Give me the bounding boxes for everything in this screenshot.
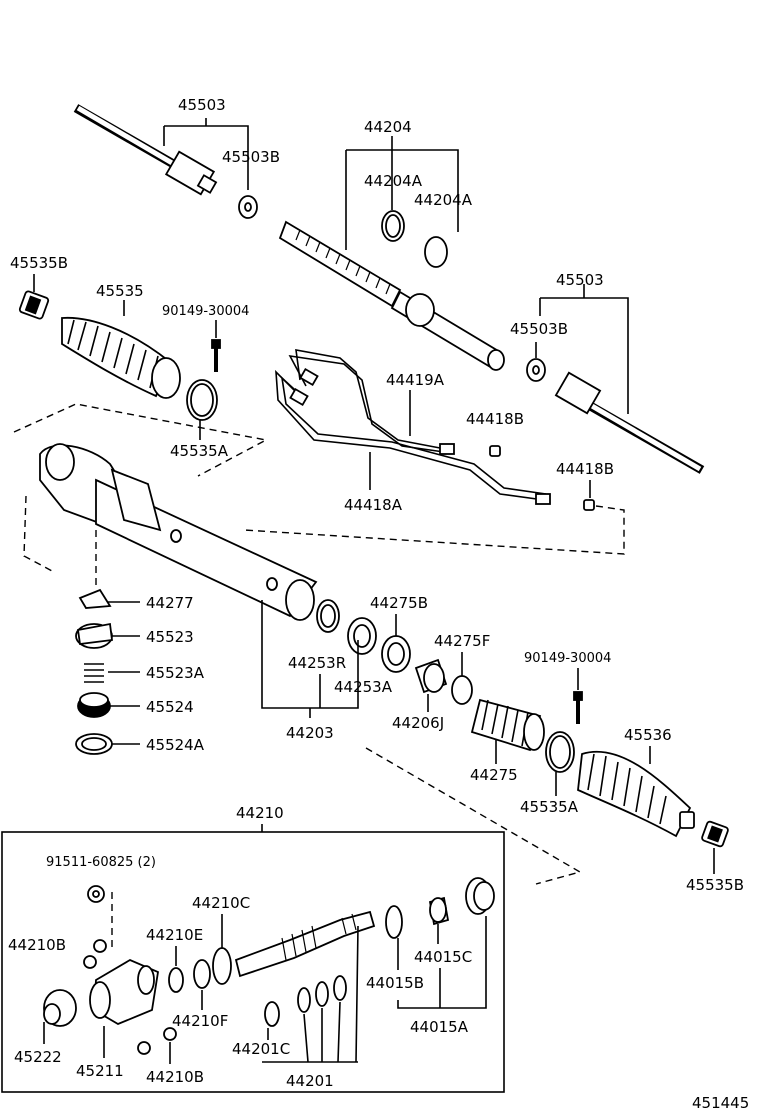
bolt-90149-top xyxy=(211,339,221,372)
label-44275b: 44275B xyxy=(370,594,428,612)
label-44210f: 44210F xyxy=(172,1012,228,1030)
boot-44275 xyxy=(470,698,545,752)
label-44201c: 44201C xyxy=(232,1040,290,1058)
nut-45524a-icon xyxy=(75,733,113,755)
rack-bar xyxy=(278,220,505,371)
label-45211: 45211 xyxy=(76,1062,124,1080)
ring-44201-2 xyxy=(315,981,329,1007)
label-45523: 45523 xyxy=(146,628,194,646)
label-45503-right: 45503 xyxy=(556,271,604,289)
label-45524a: 45524A xyxy=(146,736,205,754)
ring-44204a-2 xyxy=(424,236,448,268)
boot-45536 xyxy=(577,750,695,838)
label-44206j: 44206J xyxy=(392,714,444,732)
label-91511: 91511-60825 (2) xyxy=(46,855,156,870)
cap-44210b-2-icon xyxy=(137,1041,151,1055)
label-44253r: 44253R xyxy=(288,654,346,672)
label-90149-mid: 90149-30004 xyxy=(524,651,611,666)
label-44015a: 44015A xyxy=(410,1018,469,1036)
part-45523-icon xyxy=(75,622,114,649)
subassembly-box-44210 xyxy=(1,831,505,1093)
label-44210b-1: 44210B xyxy=(8,936,66,954)
spring-45523a-icon xyxy=(84,663,104,683)
label-44275f: 44275F xyxy=(434,632,490,650)
label-45524: 45524 xyxy=(146,698,194,716)
cap-45222 xyxy=(43,989,77,1027)
ring-44201-1 xyxy=(297,987,311,1013)
label-44210: 44210 xyxy=(236,804,284,822)
seal-44210e xyxy=(168,967,184,993)
pinion-housing-45211 xyxy=(89,958,159,1026)
bearing-44210f xyxy=(193,959,211,989)
rack-housing xyxy=(39,443,318,621)
label-45535a-top: 45535A xyxy=(170,442,229,460)
seal-44418b-2 xyxy=(583,499,595,511)
pipes xyxy=(275,349,551,505)
label-44015b: 44015B xyxy=(366,974,424,992)
plug-44015a xyxy=(465,877,495,915)
part-44277-icon xyxy=(78,588,112,609)
label-44419a: 44419A xyxy=(386,371,445,389)
tie-rod-right xyxy=(554,371,705,474)
label-44418b-2: 44418B xyxy=(556,460,614,478)
label-45535a-mid: 45535A xyxy=(520,798,579,816)
diagram-id: 451445 xyxy=(692,1094,749,1112)
label-44418a: 44418A xyxy=(344,496,403,514)
label-44015c: 44015C xyxy=(414,948,472,966)
label-44418b-1: 44418B xyxy=(466,410,524,428)
pinion-shaft xyxy=(234,910,376,978)
bushing-44253a xyxy=(347,617,377,655)
bushing-44206j xyxy=(414,658,448,694)
label-45535: 45535 xyxy=(96,282,144,300)
ring-44210c xyxy=(212,947,232,985)
ring-44015b xyxy=(385,905,403,939)
label-44204: 44204 xyxy=(364,118,412,136)
label-45536: 45536 xyxy=(624,726,672,744)
plug-45524-icon xyxy=(77,692,111,718)
label-45503b-top: 45503B xyxy=(222,148,280,166)
clamp-45535b-bot xyxy=(701,820,729,848)
label-44210c: 44210C xyxy=(192,894,250,912)
oring-44275f xyxy=(451,675,473,705)
label-44277: 44277 xyxy=(146,594,194,612)
label-44201: 44201 xyxy=(286,1072,334,1090)
label-44210e: 44210E xyxy=(146,926,203,944)
label-45523a: 45523A xyxy=(146,664,205,682)
label-45535b-top: 45535B xyxy=(10,254,68,272)
clamp-45535b-top xyxy=(18,290,50,320)
label-45535b-bot: 45535B xyxy=(686,876,744,894)
guide-44275b xyxy=(381,635,411,673)
label-45222: 45222 xyxy=(14,1048,62,1066)
label-44204a-2: 44204A xyxy=(414,191,473,209)
label-44210b-2: 44210B xyxy=(146,1068,204,1086)
label-44275: 44275 xyxy=(470,766,518,784)
boot-45535 xyxy=(61,316,181,399)
label-90149-top: 90149-30004 xyxy=(162,304,249,319)
seal-44201c xyxy=(264,1001,280,1027)
tie-rod-left xyxy=(73,104,218,196)
label-45503-top: 45503 xyxy=(178,96,226,114)
label-44253a: 44253A xyxy=(334,678,393,696)
label-45503b-right: 45503B xyxy=(510,320,568,338)
ring-44201-3 xyxy=(333,975,347,1001)
bolt-90149-mid xyxy=(573,691,583,724)
seal-44418b-1 xyxy=(489,445,501,457)
label-44203: 44203 xyxy=(286,724,334,742)
label-44204a-1: 44204A xyxy=(364,172,423,190)
cap-44210b-1-icon xyxy=(93,939,107,953)
